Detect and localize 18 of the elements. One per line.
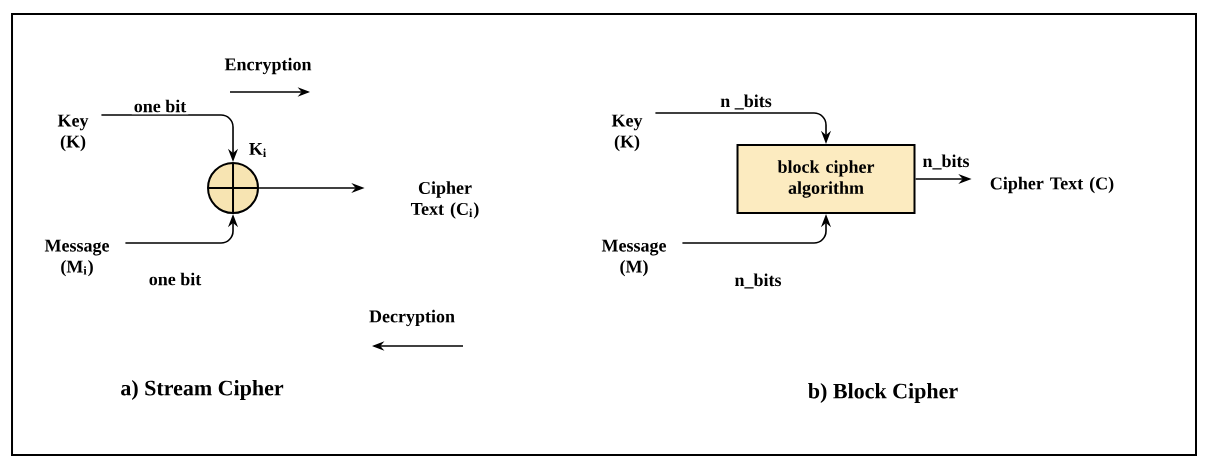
input-label: Message (M): [601, 239, 667, 277]
edge-label: n_bits: [732, 271, 784, 291]
input-label: Key (K): [611, 114, 643, 152]
edge-label: n _bits: [718, 92, 774, 112]
input-label: Message (M$_{i}$): [44, 239, 110, 277]
output-label: Cipher Text (C): [990, 176, 1114, 194]
panel-caption: a) Stream Cipher: [121, 380, 284, 400]
edge-label: one bit: [131, 97, 189, 115]
direction-label: Decryption: [369, 309, 455, 327]
output-label: Cipher Text (C$_{i}$): [410, 181, 479, 219]
direction-label: Encryption: [224, 57, 312, 75]
signal-label: K$_{i}$: [249, 143, 266, 157]
xor-symbol: [207, 162, 259, 214]
edge-label: n_bits: [920, 152, 972, 172]
process-box: block cipher algorithm: [736, 144, 916, 214]
panel-caption: b) Block Cipher: [808, 383, 958, 403]
edge-label: one bit: [146, 270, 204, 288]
input-label: Key (K): [57, 114, 89, 152]
